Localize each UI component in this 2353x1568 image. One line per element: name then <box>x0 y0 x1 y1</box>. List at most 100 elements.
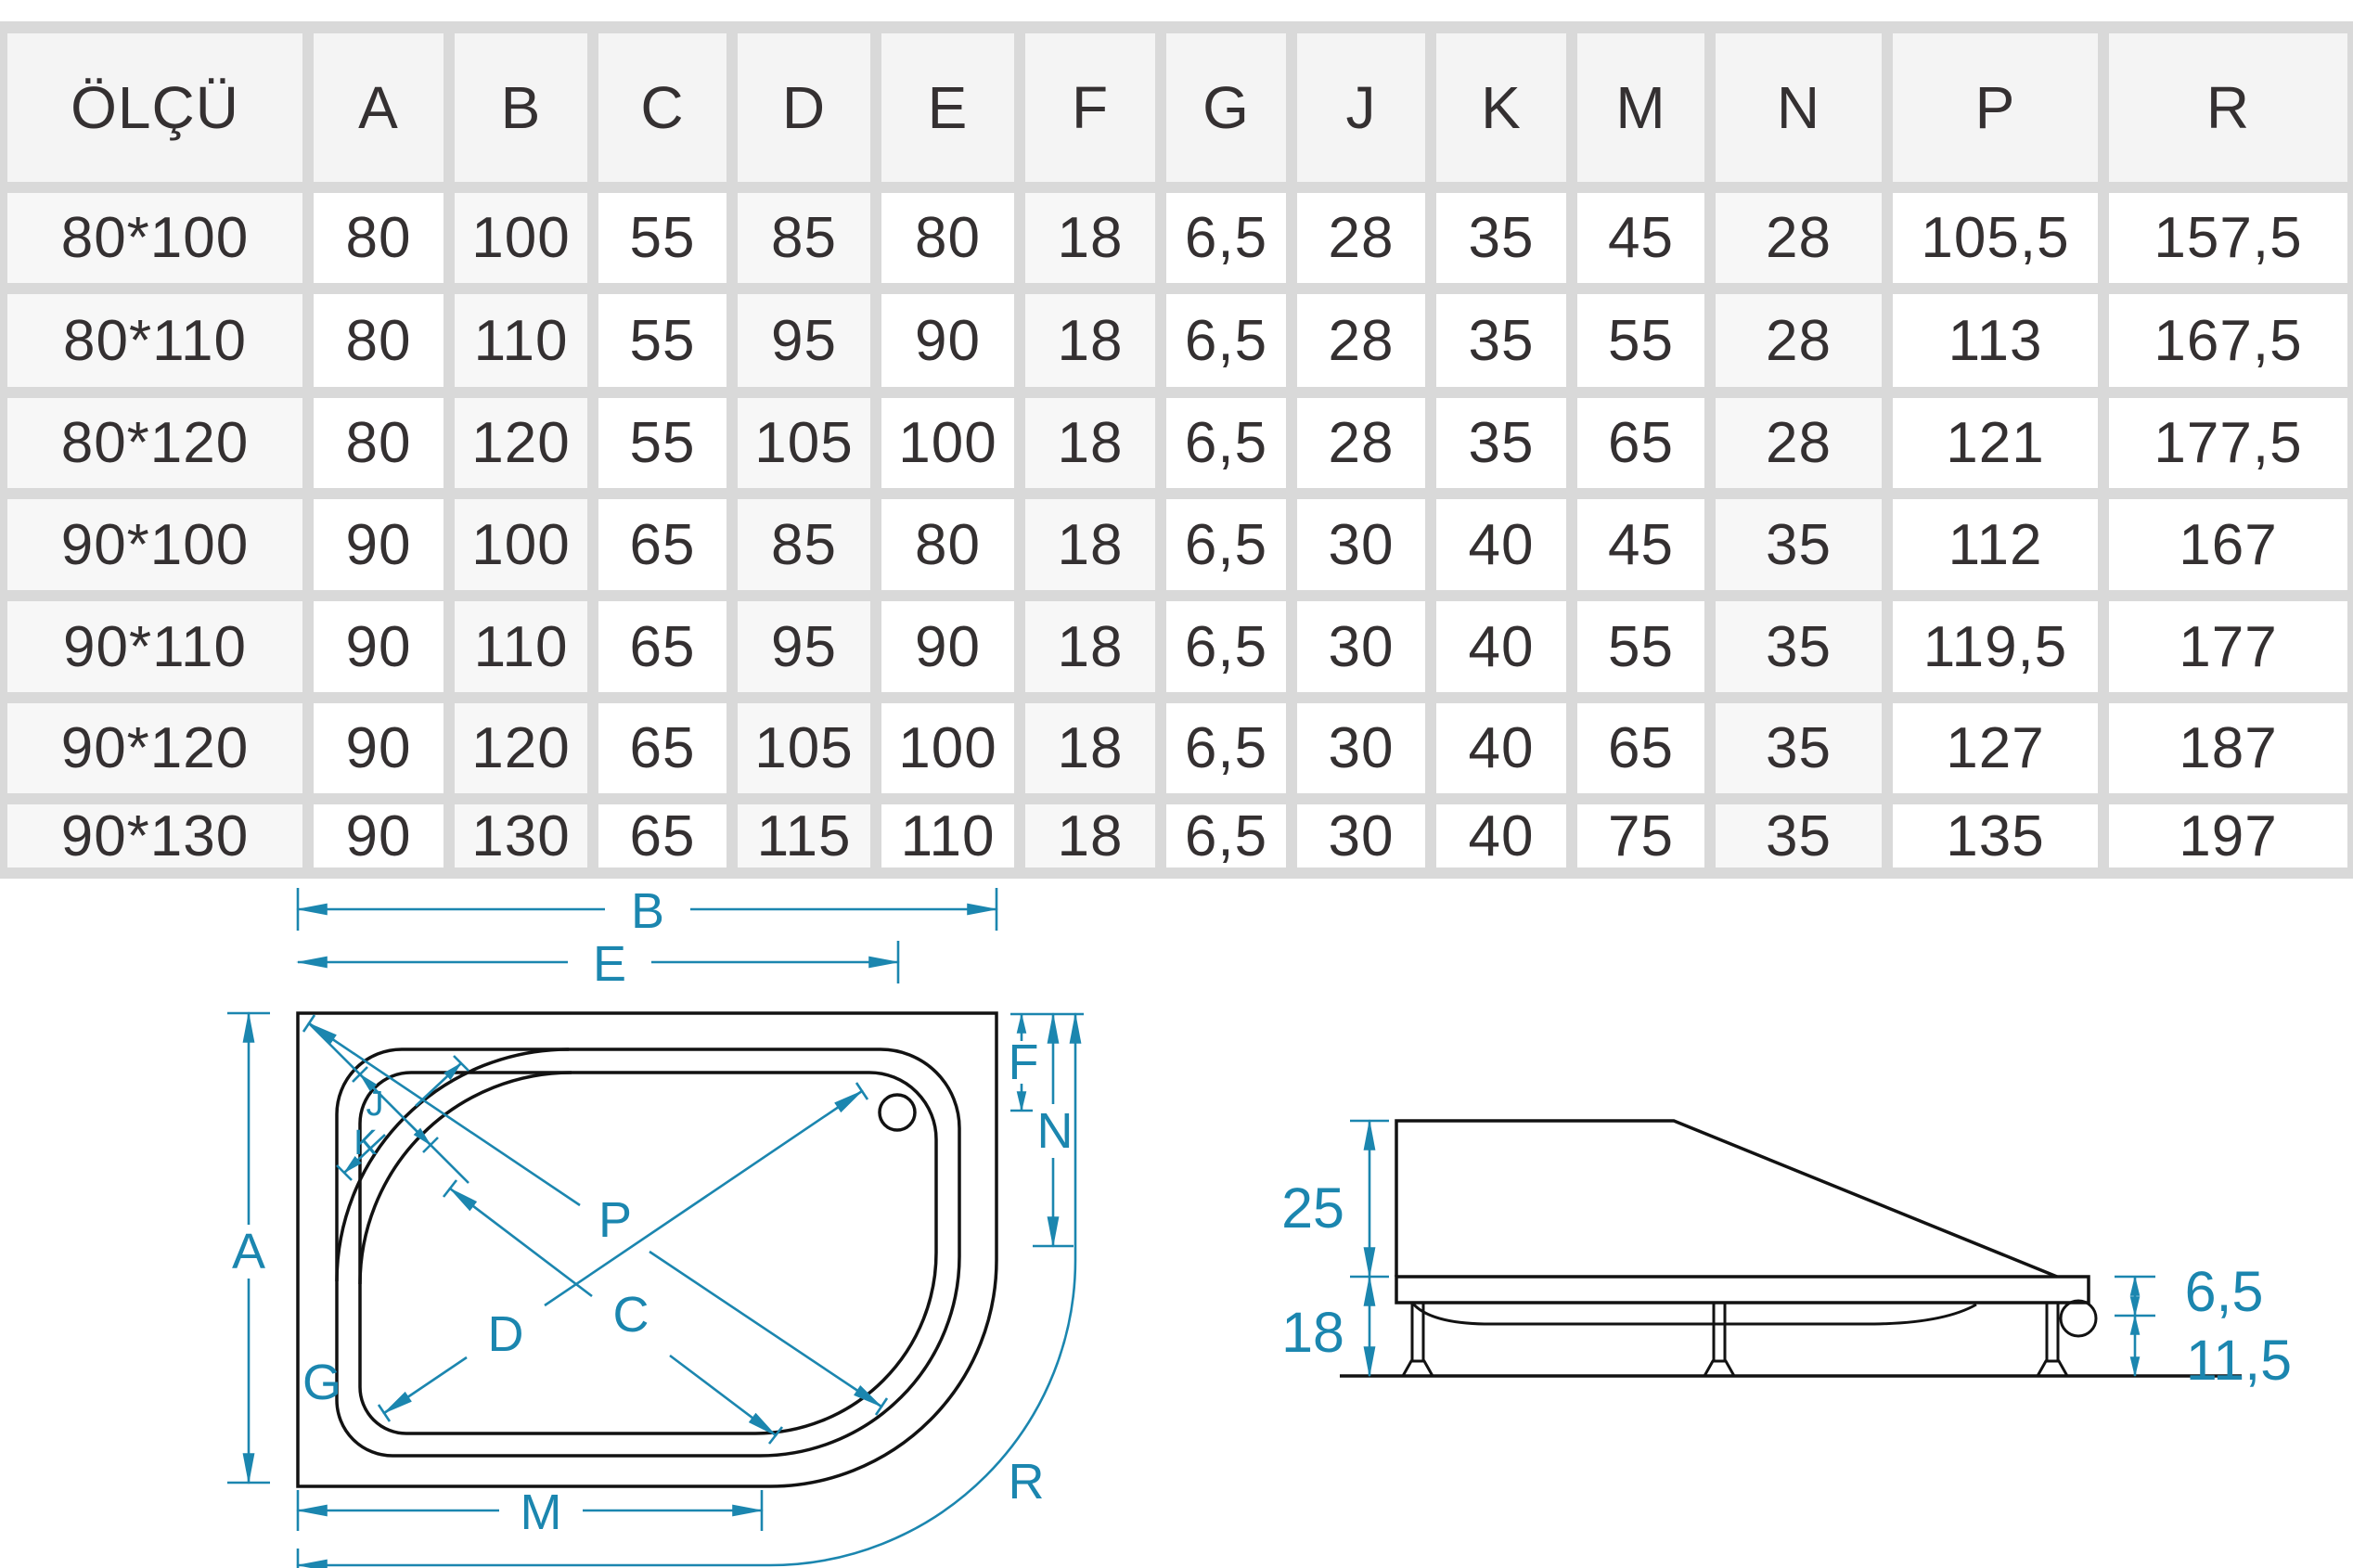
side-drain-trap <box>2059 1299 2098 1338</box>
cell-B-80*120: 120 <box>455 398 587 488</box>
cell-R-80*100: 157,5 <box>2109 193 2347 283</box>
cell-K-90*130: 40 <box>1436 804 1566 868</box>
cell-D-90*130: 115 <box>738 804 870 868</box>
column-header-J: J <box>1297 33 1425 182</box>
dim-J: J <box>308 1022 469 1184</box>
label-18: 18 <box>1281 1301 1344 1364</box>
cell-K-80*110: 35 <box>1436 294 1566 387</box>
cell-C-90*120: 65 <box>598 703 726 793</box>
cell-C-90*110: 65 <box>598 601 726 692</box>
label-E: E <box>593 936 626 992</box>
cell-G-80*120: 6,5 <box>1166 398 1286 488</box>
cell-K-80*120: 35 <box>1436 398 1566 488</box>
side-underside <box>1410 1302 1977 1326</box>
dim-A: A <box>227 1010 270 1485</box>
cell-M-90*110: 55 <box>1577 601 1704 692</box>
column-header-G: G <box>1166 33 1286 182</box>
column-header-C: C <box>598 33 726 182</box>
cell-N-90*100: 35 <box>1716 499 1882 590</box>
cell-A-80*100: 80 <box>314 193 444 283</box>
cell-M-90*120: 65 <box>1577 703 1704 793</box>
cell-F-90*130: 18 <box>1025 804 1155 868</box>
cell-M-90*100: 45 <box>1577 499 1704 590</box>
cell-D-80*110: 95 <box>738 294 870 387</box>
cell-F-80*120: 18 <box>1025 398 1155 488</box>
column-header-K: K <box>1436 33 1566 182</box>
cell-P-90*130: 135 <box>1893 804 2098 868</box>
label-B: B <box>631 883 664 939</box>
cell-P-90*120: 127 <box>1893 703 2098 793</box>
column-header-D: D <box>738 33 870 182</box>
dim-R: R <box>295 1011 1082 1568</box>
cell-A-80*110: 80 <box>314 294 444 387</box>
label-C: C <box>613 1287 649 1343</box>
column-header-P: P <box>1893 33 2098 182</box>
label-R: R <box>1009 1454 1045 1510</box>
cell-C-80*100: 55 <box>598 193 726 283</box>
cell-M-80*110: 55 <box>1577 294 1704 387</box>
cell-C-80*110: 55 <box>598 294 726 387</box>
column-header-E: E <box>881 33 1014 182</box>
cell-P-80*110: 113 <box>1893 294 2098 387</box>
cell-R-90*110: 177 <box>2109 601 2347 692</box>
label-F: F <box>1009 1035 1039 1090</box>
column-header-R: R <box>2109 33 2347 182</box>
label-M: M <box>521 1484 562 1540</box>
side-body <box>1395 1119 2058 1279</box>
dim-B: B <box>295 883 999 939</box>
cell-F-80*100: 18 <box>1025 193 1155 283</box>
cell-D-90*100: 85 <box>738 499 870 590</box>
cell-D-90*110: 95 <box>738 601 870 692</box>
cell-N-80*120: 28 <box>1716 398 1882 488</box>
column-header-A: A <box>314 33 444 182</box>
label-6-5: 6,5 <box>2185 1260 2264 1323</box>
label-A: A <box>232 1224 265 1279</box>
cell-E-80*120: 100 <box>881 398 1014 488</box>
tray-outer-contour <box>296 1011 998 1488</box>
cell-D-80*120: 105 <box>738 398 870 488</box>
cell-N-90*110: 35 <box>1716 601 1882 692</box>
cell-E-90*110: 90 <box>881 601 1014 692</box>
cell-K-90*100: 40 <box>1436 499 1566 590</box>
plan-view: B E A F <box>227 883 1084 1568</box>
dim-18: 18 <box>1281 1274 1376 1379</box>
cell-C-90*100: 65 <box>598 499 726 590</box>
cell-J-80*100: 28 <box>1297 193 1425 283</box>
row-size-80*110: 80*110 <box>7 294 302 387</box>
side-rim-band <box>1395 1275 2090 1305</box>
cell-P-80*100: 105,5 <box>1893 193 2098 283</box>
cell-R-90*130: 197 <box>2109 804 2347 868</box>
cell-B-80*100: 100 <box>455 193 587 283</box>
cell-N-90*130: 35 <box>1716 804 1882 868</box>
cell-N-80*110: 28 <box>1716 294 1882 387</box>
dim-M: M <box>295 1484 765 1540</box>
dim-C: C <box>442 1179 784 1445</box>
cell-B-90*130: 130 <box>455 804 587 868</box>
dim-K: K <box>336 1055 469 1181</box>
cell-E-90*120: 100 <box>881 703 1014 793</box>
cell-E-90*100: 80 <box>881 499 1014 590</box>
cell-A-90*130: 90 <box>314 804 444 868</box>
cell-M-80*120: 65 <box>1577 398 1704 488</box>
cell-A-90*120: 90 <box>314 703 444 793</box>
cell-R-80*120: 177,5 <box>2109 398 2347 488</box>
label-P: P <box>598 1192 632 1248</box>
label-J: J <box>366 1085 384 1124</box>
cell-J-90*130: 30 <box>1297 804 1425 868</box>
cell-A-90*100: 90 <box>314 499 444 590</box>
cell-R-80*110: 167,5 <box>2109 294 2347 387</box>
dim-P: P <box>302 1014 889 1416</box>
cell-N-80*100: 28 <box>1716 193 1882 283</box>
cell-G-90*130: 6,5 <box>1166 804 1286 868</box>
cell-P-90*100: 112 <box>1893 499 2098 590</box>
cell-J-80*120: 28 <box>1297 398 1425 488</box>
cell-F-90*110: 18 <box>1025 601 1155 692</box>
column-header-B: B <box>455 33 587 182</box>
cell-P-90*110: 119,5 <box>1893 601 2098 692</box>
cell-K-80*100: 35 <box>1436 193 1566 283</box>
cell-B-80*110: 110 <box>455 294 587 387</box>
cell-G-80*100: 6,5 <box>1166 193 1286 283</box>
